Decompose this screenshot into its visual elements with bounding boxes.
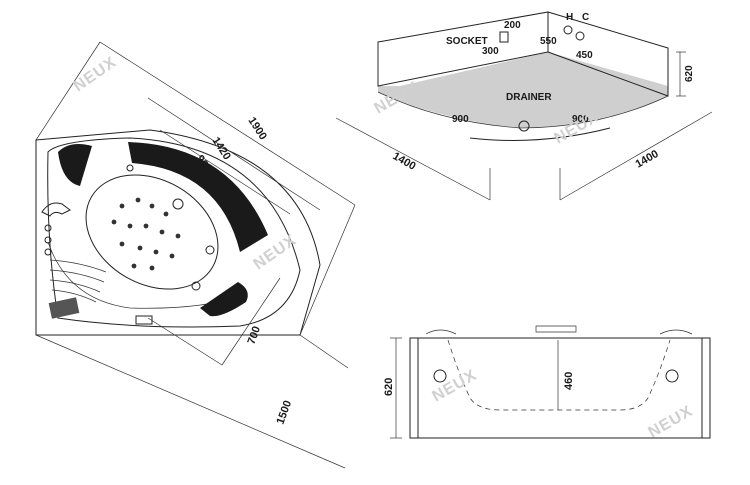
drainer-label: DRAINER [506,92,552,103]
pillow-icon [48,297,80,319]
side-view: 620 460 NEUX NEUX [383,325,711,442]
dim-300-label: 300 [482,46,499,57]
dim-1900-label: 1900 [245,115,268,142]
control-knob-1-icon [44,224,52,232]
side-rim [425,325,693,335]
dim-1500-label: 1500 [275,399,295,426]
dim-1420-label: 1420 [209,135,232,162]
dim-900a-label: 900 [452,114,469,125]
jets [111,197,181,271]
side-body [409,337,711,439]
cold-tap-icon [575,31,585,41]
top-view: 1900 1420 980 700 1500 NEUX NEUX [35,41,356,469]
dim-1400a-label: 1400 [391,150,418,173]
headrest-top-icon [128,142,268,252]
control-panel-icon [135,315,153,325]
watermark-1: NEUX [71,54,120,96]
side-jet-icon [205,245,215,255]
dim-200-label: 200 [504,20,521,31]
dim-550-label: 550 [540,36,557,47]
floor-curve [377,91,669,129]
corner-view: SOCKET H C DRAINER 200 300 550 450 620 9… [335,11,713,201]
faucet-icon [41,202,71,217]
drain-icon [518,120,530,132]
tub-basin [47,137,301,328]
socket-label: SOCKET [446,36,488,47]
side-jet-right-icon [665,369,679,383]
dim-620-side-label: 620 [383,378,395,396]
h-label: H [566,12,573,23]
c-label: C [582,12,589,23]
dimension-lines-corner [335,51,713,201]
dimension-lines-top [35,41,356,469]
control-knob-3-icon [44,248,52,256]
drainer-floor [378,52,668,128]
socket-icon [499,31,509,43]
drain-edge [469,127,611,141]
basin-profile-dashed [447,339,671,411]
headrest-left-icon [58,144,92,186]
dim-450-label: 450 [576,50,593,61]
hot-tap-icon [563,25,573,35]
drain-ring-icon [172,198,184,210]
cushion-ribs [49,259,107,303]
headrest-bottom-icon [200,282,248,317]
dim-460-side-label: 460 [563,372,575,390]
seat-step [47,241,241,309]
dim-1400b-label: 1400 [634,148,661,171]
top-jet-icon [126,164,134,172]
side-jet-left-icon [433,369,447,383]
dim-700-label: 700 [246,325,264,346]
whirlpool-oval [85,174,219,290]
side-jet-2-icon [191,281,201,291]
watermark-5: NEUX [430,367,480,406]
dim-900b-label: 900 [572,114,589,125]
dim-620-corner-label: 620 [684,65,695,82]
control-knob-2-icon [44,236,52,244]
watermark-6: NEUX [646,403,696,442]
